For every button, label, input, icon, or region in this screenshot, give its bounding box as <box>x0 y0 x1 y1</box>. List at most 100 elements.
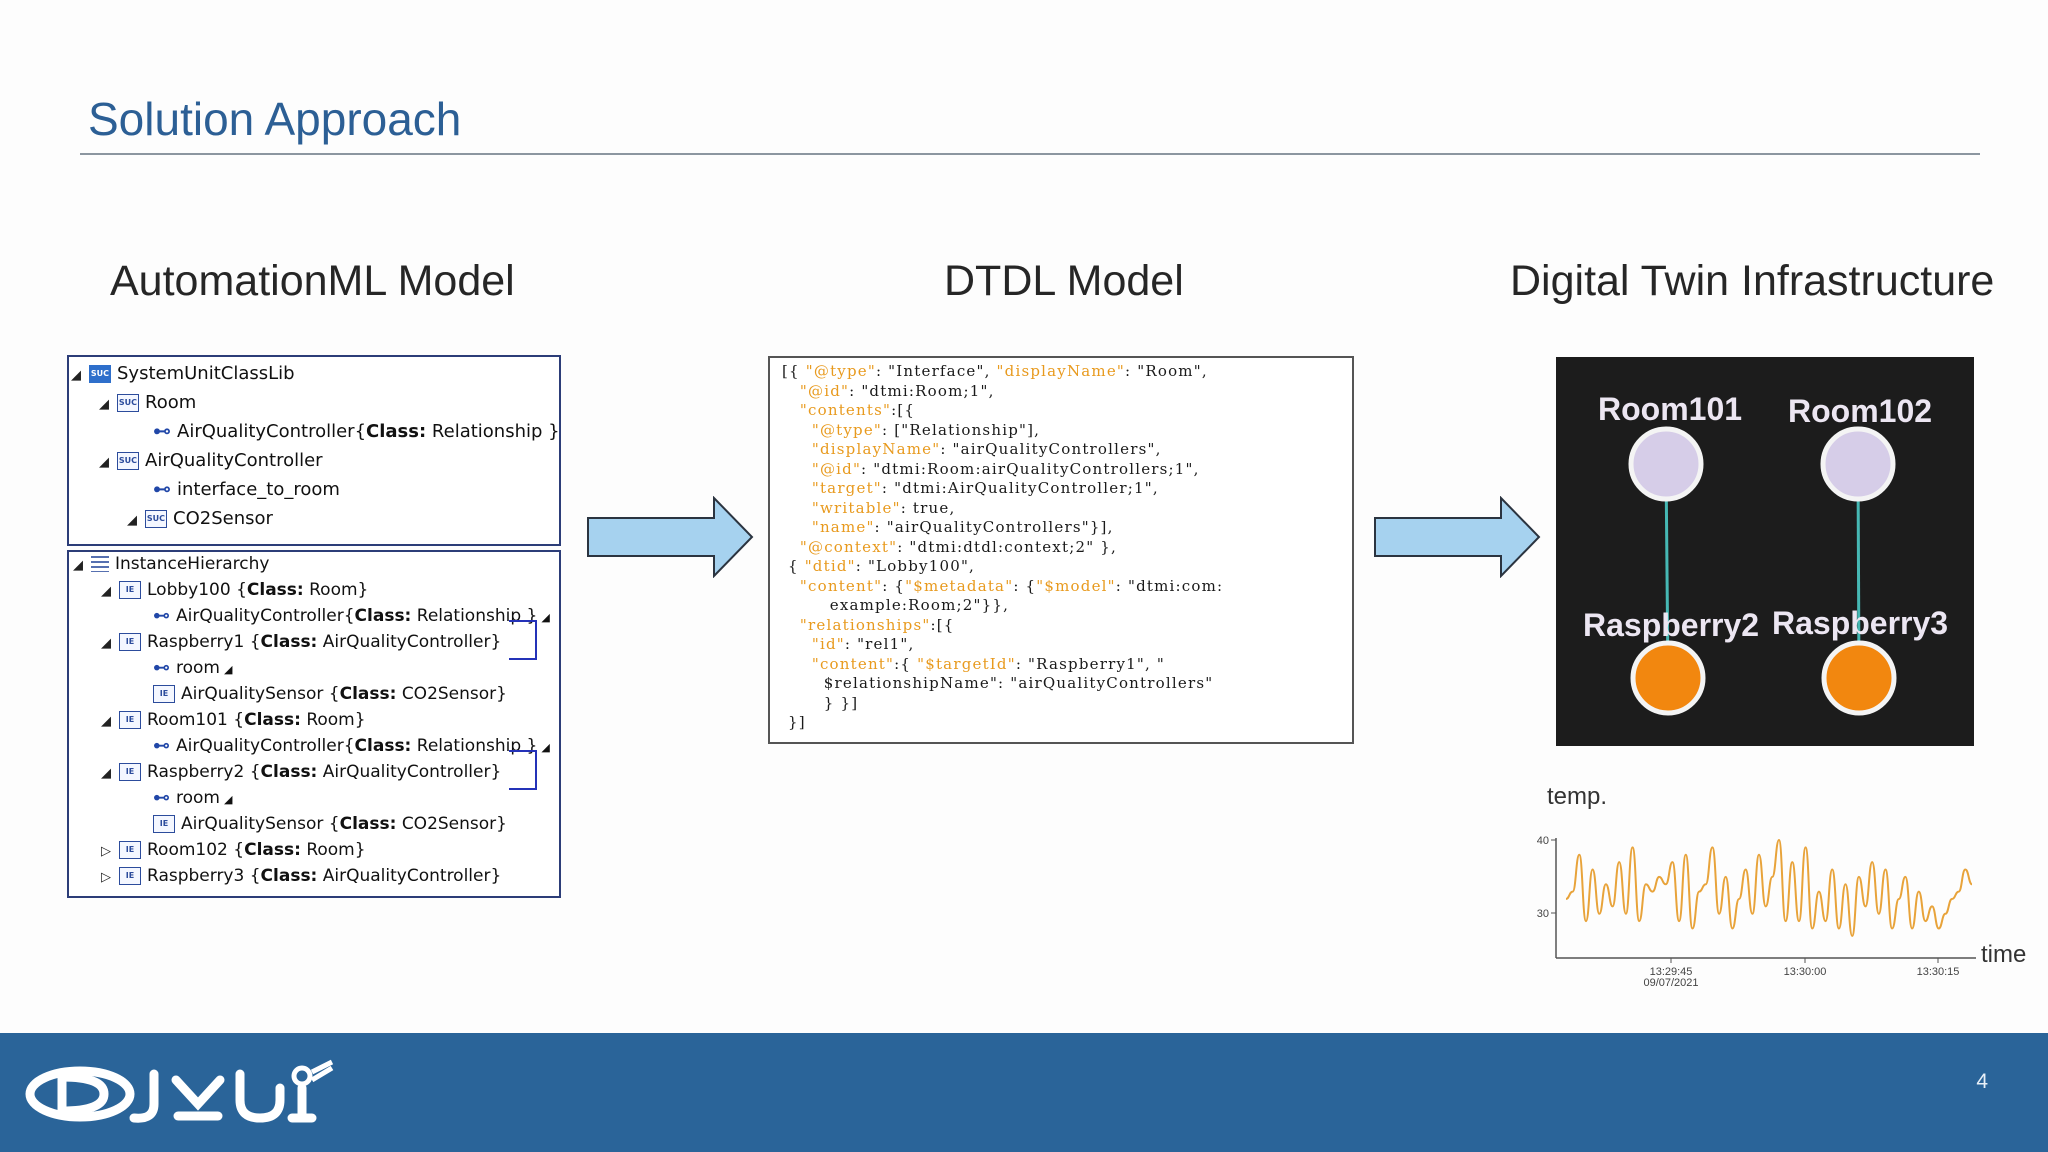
link-marker-icon: ◢ <box>541 611 550 624</box>
node-label-raspberry2: Raspberry2 <box>1583 607 1760 643</box>
tree-row-room101-aqc[interactable]: ⊷AirQualityController{Class: Relationshi… <box>153 736 550 756</box>
node-raspberry2[interactable] <box>1630 640 1706 716</box>
footer-bar <box>0 1033 2048 1152</box>
interface-icon: ⊷ <box>153 479 171 500</box>
arrow-dtdl-to-twin <box>1374 496 1541 578</box>
ie-icon: IE <box>153 815 175 833</box>
chart-ylabel: temp. <box>1547 783 1607 810</box>
tree-label: AirQualityController <box>145 450 323 471</box>
aml-heading: AutomationML Model <box>110 257 515 305</box>
tree-label: Room101 <box>147 710 228 730</box>
tree-label: Room102 <box>147 840 228 860</box>
class-label: Class: <box>246 580 304 600</box>
tree-row-interface[interactable]: ⊷interface_to_room <box>153 478 340 502</box>
collapse-triangle-icon[interactable]: ◢ <box>71 368 81 383</box>
node-label-raspberry3: Raspberry3 <box>1772 605 1949 641</box>
collapse-triangle-icon[interactable]: ◢ <box>101 766 111 781</box>
collapse-triangle-icon[interactable]: ◢ <box>101 714 111 729</box>
suc-class-icon: SUC <box>117 452 139 470</box>
class-value: Relationship <box>416 736 522 756</box>
tree-label: room <box>176 658 220 678</box>
ie-icon: IE <box>119 841 141 859</box>
y-tick-label: 40 <box>1537 835 1549 847</box>
class-value: AirQualityController <box>322 866 491 886</box>
collapse-triangle-icon[interactable]: ◢ <box>99 455 109 470</box>
x-tick-label: 13:30:15 <box>1917 966 1960 978</box>
class-label: Class: <box>244 710 301 730</box>
slide-title: Solution Approach <box>88 93 462 145</box>
tree-row-room-interface-2[interactable]: ⊷ room◢ <box>153 786 232 810</box>
link-bracket-2 <box>509 750 537 790</box>
library-icon: SUC <box>89 365 111 383</box>
ie-icon: IE <box>119 633 141 651</box>
tree-row-instance-hierarchy[interactable]: ◢InstanceHierarchy <box>73 552 269 576</box>
tree-label: SystemUnitClassLib <box>117 363 295 384</box>
node-room101[interactable] <box>1628 426 1704 502</box>
ie-icon: IE <box>119 763 141 781</box>
node-room102[interactable] <box>1820 426 1896 502</box>
tree-label: AirQualityController <box>177 421 355 442</box>
relation-icon: ⊷ <box>153 736 170 756</box>
tree-row-lobby-aqc[interactable]: ⊷AirQualityController{Class: Relationshi… <box>153 606 550 626</box>
page-number: 4 <box>1976 1070 1988 1093</box>
tree-label: Raspberry2 <box>147 762 245 782</box>
tree-label: AirQualityController <box>176 606 344 626</box>
expand-triangle-icon[interactable]: ▷ <box>101 844 111 859</box>
chart-xlabel: time <box>1981 941 2026 968</box>
dtdl-json-code: [{ "@type": "Interface", "displayName": … <box>782 362 1224 731</box>
interface-icon: ⊷ <box>153 658 170 678</box>
class-label: Class: <box>260 632 318 652</box>
class-value: AirQualityController <box>322 632 491 652</box>
hierarchy-icon <box>91 556 109 572</box>
ie-icon: IE <box>153 685 175 703</box>
link-marker-icon: ◢ <box>223 793 233 806</box>
title-divider <box>80 153 1980 155</box>
class-value: Relationship <box>431 421 543 442</box>
dtdl-heading: DTDL Model <box>944 257 1184 305</box>
tree-row-system-unit-class-lib[interactable]: ◢ SUC SystemUnitClassLib <box>71 362 295 386</box>
tree-row-room-aqc[interactable]: ⊷AirQualityController{Class: Relationshi… <box>153 421 560 442</box>
dtdl-code-panel: [{ "@type": "Interface", "displayName": … <box>768 356 1354 744</box>
collapse-triangle-icon[interactable]: ◢ <box>99 397 109 412</box>
x-tick-sublabel: 09/07/2021 <box>1643 977 1698 989</box>
tree-label: AirQualityController <box>176 736 344 756</box>
tree-label: Room <box>145 392 197 413</box>
class-label: Class: <box>354 606 412 626</box>
tree-row-room[interactable]: ◢ SUC Room <box>99 391 196 415</box>
tree-label: AirQualitySensor <box>181 684 324 704</box>
ie-icon: IE <box>119 711 141 729</box>
tree-label: Raspberry3 <box>147 866 245 886</box>
node-label-room101: Room101 <box>1598 391 1743 427</box>
ie-icon: IE <box>119 867 141 885</box>
y-tick-label: 30 <box>1537 908 1549 920</box>
tree-row-aqc[interactable]: ◢ SUC AirQualityController <box>99 449 323 473</box>
collapse-triangle-icon[interactable]: ◢ <box>101 584 111 599</box>
class-label: Class: <box>339 684 397 704</box>
interface-icon: ⊷ <box>153 788 170 808</box>
class-label: Class: <box>354 736 412 756</box>
suc-class-icon: SUC <box>145 510 167 528</box>
collapse-triangle-icon[interactable]: ◢ <box>101 636 111 651</box>
collapse-triangle-icon[interactable]: ◢ <box>73 558 83 573</box>
arrow-aml-to-dtdl <box>587 496 754 578</box>
relation-icon: ⊷ <box>153 606 170 626</box>
tree-label: room <box>176 788 220 808</box>
suc-class-icon: SUC <box>117 394 139 412</box>
expand-triangle-icon[interactable]: ▷ <box>101 870 111 885</box>
university-logo <box>25 1059 334 1123</box>
node-raspberry3[interactable] <box>1821 640 1897 716</box>
tree-label: Lobby100 <box>147 580 231 600</box>
collapse-triangle-icon[interactable]: ◢ <box>127 513 137 528</box>
tree-row-room-interface-1[interactable]: ⊷room◢ <box>153 656 232 680</box>
class-value: Room <box>309 580 358 600</box>
class-value: Relationship <box>416 606 522 626</box>
